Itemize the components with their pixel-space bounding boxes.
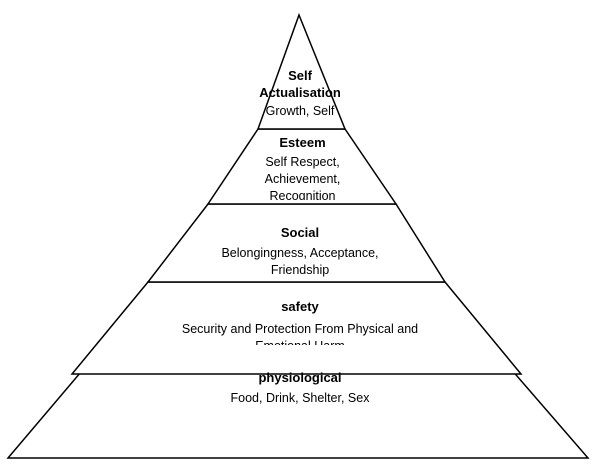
level-safety: safety Security and Protection From Phys… — [140, 298, 460, 345]
level-description: Growth, Self — [265, 104, 335, 118]
level-title: Esteem — [279, 135, 326, 150]
level-self-actualisation-shape — [256, 12, 347, 130]
level-description: Food, Drink, Shelter, Sex — [230, 391, 370, 405]
level-description: Belongingness, Acceptance, Friendship — [221, 246, 379, 277]
level-title: physiological — [258, 370, 342, 385]
level-description: Security and Protection From Physical an… — [181, 322, 419, 345]
level-esteem: Esteem Self Respect, Achievement, Recogn… — [215, 134, 390, 200]
level-physiological: physiological Food, Drink, Shelter, Sex — [150, 369, 450, 419]
level-description: Self Respect, Achievement, Recognition — [264, 155, 341, 200]
level-social: Social Belongingness, Acceptance, Friend… — [180, 224, 420, 281]
level-title: Self Actualisation — [259, 68, 341, 100]
level-title: Social — [280, 225, 320, 240]
level-self-actualisation: Self Actualisation Growth, Self — [230, 67, 370, 129]
level-title: safety — [281, 299, 319, 314]
